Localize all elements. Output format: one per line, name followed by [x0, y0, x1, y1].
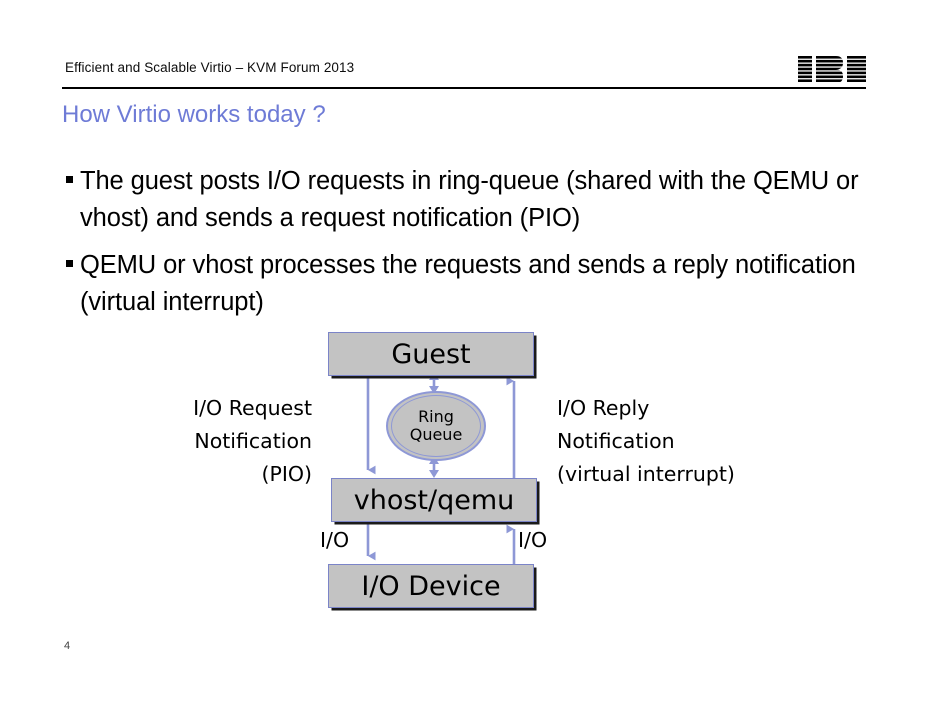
bullet-square-icon	[66, 260, 73, 267]
bullet-text: QEMU or vhost processes the requests and…	[80, 251, 856, 316]
slide-header: Efficient and Scalable Virtio – KVM Foru…	[62, 58, 866, 90]
page-title: How Virtio works today ?	[62, 101, 326, 128]
label-io-left: I/O	[320, 528, 350, 552]
diagram-box-vhost-qemu[interactable]: vhost/qemu	[331, 478, 537, 522]
arrow-guest-ring-head-down	[429, 386, 439, 394]
list-item: QEMU or vhost processes the requests and…	[66, 247, 866, 321]
label-right-line3: (virtual interrupt)	[557, 462, 735, 486]
label-io-reply-notification: I/O Reply Notification (virtual interrup…	[557, 392, 807, 491]
arrow-guest-ring-head-up	[429, 372, 439, 380]
diagram-box-io-device[interactable]: I/O Device	[328, 564, 534, 608]
header-title: Efficient and Scalable Virtio – KVM Foru…	[65, 60, 355, 75]
bullet-list: The guest posts I/O requests in ring-que…	[66, 163, 866, 331]
bullet-square-icon	[66, 176, 73, 183]
label-right-line1: I/O Reply	[557, 396, 650, 420]
page-number: 4	[64, 640, 71, 652]
diagram-node-ring-queue[interactable]: Ring Queue	[391, 395, 481, 457]
ibm-logo-icon	[798, 56, 866, 83]
diagram-box-guest[interactable]: Guest	[328, 332, 534, 376]
ring-queue-label-line1: Ring	[418, 407, 454, 427]
header-divider	[62, 87, 866, 89]
label-left-line3: (PIO)	[261, 462, 312, 486]
label-left-line1: I/O Request	[193, 396, 312, 420]
label-io-request-notification: I/O Request Notification (PIO)	[132, 392, 312, 491]
label-io-right: I/O	[518, 528, 548, 552]
bullet-text: The guest posts I/O requests in ring-que…	[80, 167, 859, 232]
label-right-line2: Notification	[557, 429, 675, 453]
arrow-ring-vhost-head-down	[429, 470, 439, 478]
label-left-line2: Notification	[194, 429, 312, 453]
list-item: The guest posts I/O requests in ring-que…	[66, 163, 866, 237]
ring-queue-label-line2: Queue	[409, 425, 463, 444]
